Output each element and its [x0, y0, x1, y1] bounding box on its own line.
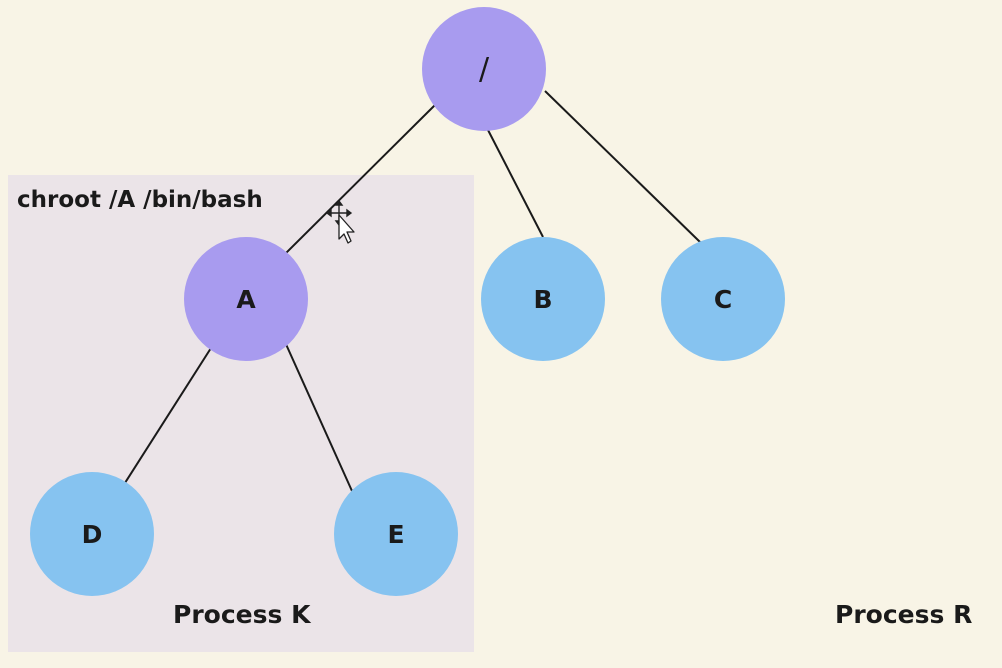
node-b-label: B [533, 284, 553, 314]
chroot-command-label: chroot /A /bin/bash [17, 187, 263, 213]
node-d: D [30, 472, 154, 596]
node-root: / [422, 7, 546, 131]
edge-root-c [544, 90, 701, 243]
node-b: B [481, 237, 605, 361]
node-root-label: / [478, 51, 490, 87]
node-d-label: D [81, 519, 103, 549]
node-c: C [661, 237, 785, 361]
move-cursor-icon [327, 201, 355, 244]
node-c-label: C [713, 284, 733, 314]
edge-a-e [284, 341, 353, 492]
edge-root-b [487, 129, 544, 238]
node-e: E [334, 472, 458, 596]
process-k-label: Process K [173, 600, 311, 629]
edge-a-d [122, 347, 212, 487]
node-e-label: E [387, 519, 405, 549]
process-r-label: Process R [835, 600, 973, 629]
node-a-label: A [236, 284, 256, 314]
edge-root-a [282, 103, 437, 257]
node-a: A [184, 237, 308, 361]
